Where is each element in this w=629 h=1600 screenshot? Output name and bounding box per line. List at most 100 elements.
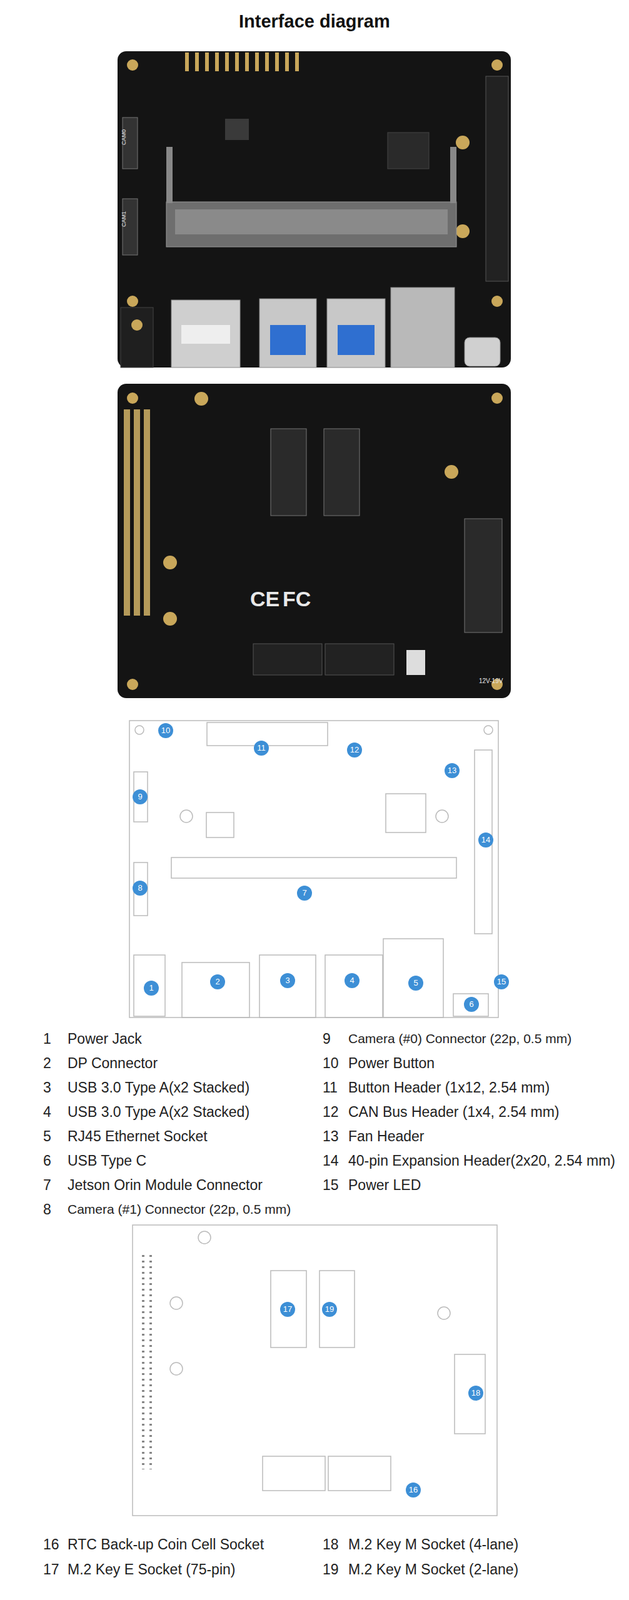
board-top-outline (133, 955, 166, 1017)
board-top-photo (491, 59, 503, 71)
board-bottom-photo (126, 392, 503, 691)
board-top-photo (285, 52, 289, 72)
board-top-photo (185, 52, 189, 72)
callout-number: 15 (493, 974, 509, 990)
board-top-photo (450, 146, 457, 204)
board-bottom-outline (454, 1354, 486, 1435)
board-bottom-photo (323, 428, 360, 516)
board-top-outline (325, 955, 383, 1018)
legend-text: Power Button (348, 1054, 435, 1073)
board-top-photo (131, 319, 143, 331)
legend-text: RJ45 Ethernet Socket (67, 1127, 208, 1146)
board-top-outline (259, 955, 316, 1018)
silkscreen-text: CAM1 (120, 211, 128, 227)
board-bottom-outline (149, 1255, 152, 1470)
board-bottom-photo (133, 409, 141, 616)
callout-number: 6 (463, 997, 479, 1013)
board-top-photo (166, 201, 457, 247)
legend-text: M.2 Key M Socket (4-lane) (348, 1536, 519, 1554)
board-bottom-outline (328, 1456, 391, 1492)
callout-number: 1 (143, 981, 159, 997)
legend-text: Power LED (348, 1176, 421, 1195)
board-top-photo (215, 52, 219, 72)
legend-text: RTC Back-up Coin Cell Socket (67, 1536, 264, 1554)
board-top-photo (181, 325, 231, 344)
board-bottom-outline (132, 1225, 498, 1517)
board-top-photo (255, 52, 259, 72)
legend-text: USB 3.0 Type A(x2 Stacked) (67, 1079, 250, 1097)
legend-text: M.2 Key E Socket (75-pin) (67, 1561, 236, 1579)
board-top-photo (337, 325, 375, 356)
legend-number: 3 (43, 1079, 52, 1097)
board-bottom-photo (126, 392, 139, 404)
board-top-photo (205, 52, 209, 72)
board-bottom-photo (126, 679, 139, 691)
board-top-photo (225, 52, 229, 72)
board-top-photo (265, 52, 269, 72)
legend-number: 13 (322, 1127, 339, 1146)
board-top-outline (171, 857, 457, 879)
board-top-photo (166, 146, 173, 204)
board-bottom-photo (270, 428, 307, 516)
legend-text: Camera (#1) Connector (22p, 0.5 mm) (67, 1201, 291, 1219)
silkscreen-text: 12V-19V (478, 677, 503, 686)
board-top-photo (485, 76, 509, 282)
board-top-photo (491, 295, 503, 307)
legend-number: 2 (43, 1054, 52, 1073)
board-top-outline (129, 720, 499, 1018)
legend-number: 18 (322, 1536, 339, 1554)
callout-number: 9 (132, 789, 148, 805)
legend-text: Power Jack (67, 1030, 142, 1048)
board-top-photo (387, 132, 429, 169)
board-bottom-outline (319, 1271, 355, 1349)
legend-number: 19 (322, 1561, 339, 1579)
callout-number: 8 (132, 880, 148, 896)
board-top-photo (171, 300, 241, 368)
legend-number: 6 (43, 1152, 52, 1170)
legend-text: Camera (#0) Connector (22p, 0.5 mm) (348, 1030, 572, 1048)
legend-text: USB 3.0 Type A(x2 Stacked) (67, 1103, 250, 1122)
legend-text: M.2 Key M Socket (2-lane) (348, 1561, 519, 1579)
board-top-outline (135, 725, 144, 735)
board-top-photo (117, 51, 511, 368)
board-bottom-outline (170, 1363, 183, 1376)
legend-number: 9 (322, 1030, 331, 1048)
legend-text: Jetson Orin Module Connector (67, 1176, 263, 1195)
legend-number: 11 (322, 1079, 338, 1097)
legend-text: Fan Header (348, 1127, 424, 1146)
callout-number: 12 (347, 742, 363, 758)
board-top-photo (259, 298, 317, 368)
board-top-photo (126, 59, 503, 307)
board-top-outline (181, 962, 250, 1018)
board-bottom-photo (143, 409, 151, 616)
board-bottom-outline (132, 1225, 498, 1517)
board-top-photo (275, 52, 279, 72)
callout-number: 18 (468, 1386, 484, 1402)
legend-number: 1 (43, 1030, 52, 1048)
board-bottom-photo (406, 650, 426, 676)
callout-number: 3 (280, 973, 296, 989)
board-top-photo (122, 198, 138, 256)
board-bottom-photo (491, 392, 503, 404)
silkscreen-text: CE (250, 586, 280, 613)
board-top-photo (126, 295, 139, 307)
board-bottom-outline (170, 1297, 183, 1310)
legend-text: CAN Bus Header (1x4, 2.54 mm) (348, 1103, 559, 1122)
legend-number: 5 (43, 1127, 52, 1146)
board-bottom-outline (262, 1456, 326, 1492)
board-bottom-photo (325, 644, 394, 676)
board-bottom-photo (444, 465, 459, 479)
board-top-photo (270, 325, 306, 356)
board-top-photo (455, 224, 470, 239)
callout-number: 4 (344, 973, 360, 989)
callout-number: 13 (444, 763, 460, 779)
board-bottom-photo (194, 392, 209, 406)
board-top-photo (455, 135, 470, 150)
board-top-photo (195, 52, 199, 72)
board-bottom-outline (437, 1307, 451, 1320)
callout-number: 5 (408, 976, 424, 992)
legend-number: 7 (43, 1176, 52, 1195)
board-top-outline (206, 812, 234, 838)
board-bottom-photo (117, 383, 511, 699)
board-top-photo (120, 307, 154, 368)
